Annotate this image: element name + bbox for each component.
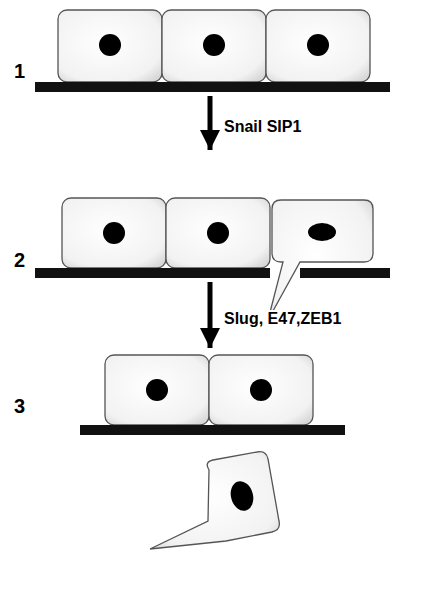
basement-membrane: [35, 268, 270, 278]
nucleus: [146, 379, 168, 401]
transcription-factor-label: Slug, E47,ZEB1: [222, 310, 343, 328]
stage-number: 2: [14, 250, 25, 270]
nucleus: [227, 479, 256, 514]
epithelial-cell: [166, 198, 270, 268]
nucleus: [103, 222, 125, 244]
basement-membrane: [35, 82, 390, 92]
nucleus: [203, 34, 225, 56]
migrating-cell: [150, 452, 279, 549]
basement-membrane: [80, 425, 345, 435]
process-arrow: [208, 282, 213, 348]
stage-number: 3: [14, 396, 25, 416]
stage-region: 2: [8, 150, 408, 282]
nucleus: [308, 223, 336, 241]
nucleus: [250, 379, 272, 401]
epithelial-cell: [105, 355, 209, 425]
epithelial-cell: [209, 355, 313, 425]
stage-region: 3: [8, 348, 408, 440]
nucleus: [207, 222, 229, 244]
stage-number: 1: [14, 61, 25, 81]
epithelial-cell: [62, 198, 166, 268]
transitioning-cell: [268, 200, 373, 320]
epithelial-cell: [162, 10, 266, 82]
epithelial-cell: [58, 10, 162, 82]
stage-region: 1: [8, 6, 408, 96]
transcription-factor-label: Snail SIP1: [222, 118, 303, 136]
basement-membrane: [300, 268, 390, 278]
nucleus: [307, 34, 329, 56]
epithelial-cell: [266, 10, 370, 82]
process-arrow: [208, 96, 213, 150]
nucleus: [99, 34, 121, 56]
